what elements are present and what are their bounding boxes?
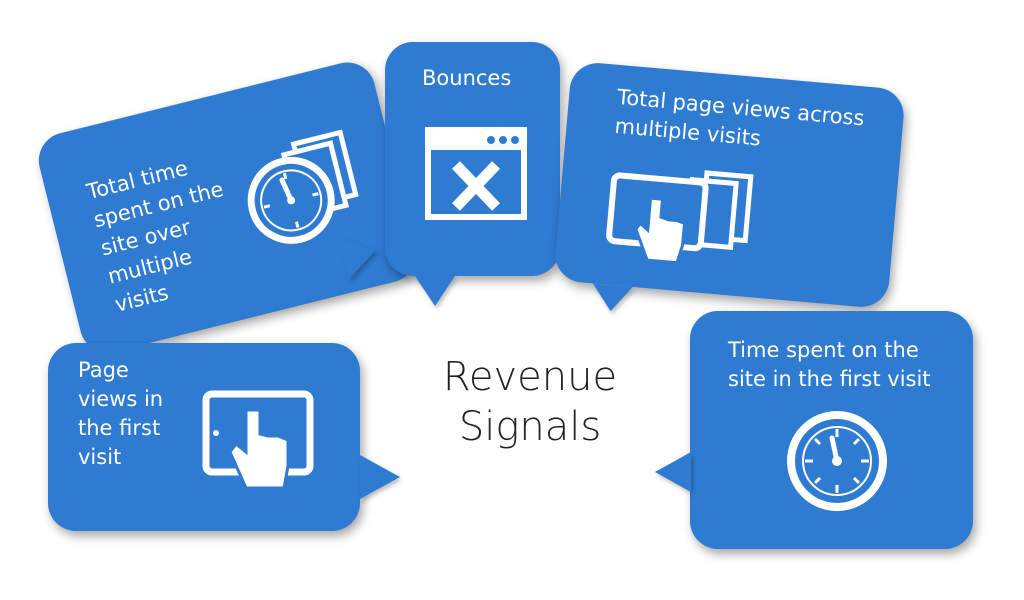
signal-bubble-bounces xyxy=(385,42,560,276)
browser-x-icon xyxy=(425,127,527,220)
clock-icon xyxy=(787,411,887,511)
time-first-bubble-tail xyxy=(655,452,691,492)
signal-label-bounces: Bounces xyxy=(422,66,512,90)
clock-stack-icon xyxy=(247,129,359,244)
signal-bubble-total-time: Total time spent on the site over multip… xyxy=(32,56,423,359)
tablet-tap-icon xyxy=(202,390,314,490)
bounces-bubble-tail xyxy=(415,276,455,306)
signal-bubble-total-page-views: Total page views across multiple visits xyxy=(553,60,906,313)
signal-label-page-views-first: Page views in the first visit xyxy=(78,358,164,469)
revenue-signals-title: Revenue Signals xyxy=(442,354,618,450)
page-views-bubble-tail xyxy=(360,455,400,499)
signal-label-time-first: Time spent on the site in the first visi… xyxy=(728,338,931,391)
tablet-stack-icon xyxy=(606,170,754,265)
